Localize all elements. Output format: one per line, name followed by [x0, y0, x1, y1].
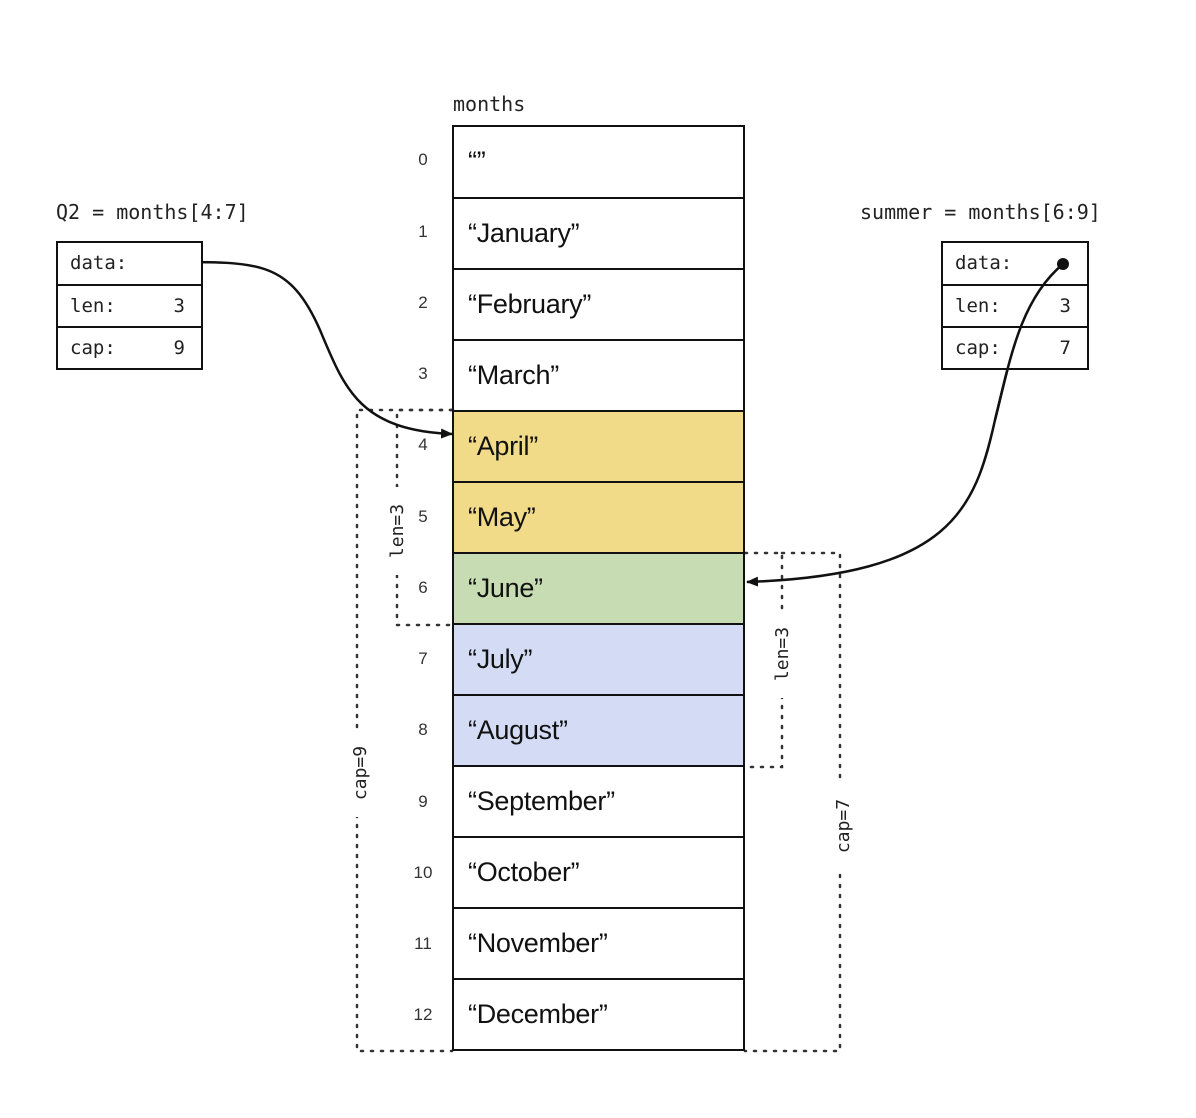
array-cell-11: “November”: [454, 907, 743, 978]
q2-cap-label: cap:: [70, 337, 116, 359]
q2-cap-bracket-label: cap=9: [350, 729, 372, 817]
array-index-9: 9: [418, 792, 428, 811]
q2-data-label: data:: [70, 252, 128, 274]
summer-len-bracket: [743, 551, 784, 769]
q2-slice-header: data: len: 3 cap: 9: [56, 241, 203, 370]
q2-len-row: len: 3: [58, 284, 201, 326]
q2-len-value: 3: [173, 295, 185, 317]
array-cell-1: “January”: [454, 197, 743, 268]
q2-len-bracket-label: len=3: [387, 487, 409, 575]
summer-len-row: len: 3: [943, 284, 1087, 326]
q2-cap-value: 9: [173, 337, 185, 359]
array-cell-10: “October”: [454, 836, 743, 907]
q2-data-row: data:: [58, 243, 201, 284]
array-cell-0: “”: [468, 146, 486, 176]
array-index-4: 4: [418, 435, 428, 454]
array-index-7: 7: [418, 649, 428, 668]
array-index-3: 3: [418, 364, 428, 383]
summer-len-value: 3: [1059, 295, 1071, 317]
summer-cap-row: cap: 7: [943, 326, 1087, 368]
array-cell-3: “March”: [454, 339, 743, 410]
array-index-0: 0: [418, 150, 428, 169]
array-cell-2: “February”: [454, 268, 743, 339]
array-index-1: 1: [418, 222, 428, 241]
array-cell-12: “December”: [454, 978, 743, 1049]
summer-cap-label: cap:: [955, 337, 1001, 359]
array-index-12: 12: [413, 1005, 433, 1024]
summer-cap-bracket-label: cap=7: [833, 782, 855, 870]
q2-cap-row: cap: 9: [58, 326, 201, 368]
array-cell-5: “May”: [454, 481, 743, 552]
summer-cap-bracket: [743, 551, 842, 1053]
array-index-2: 2: [418, 293, 428, 312]
array-index-6: 6: [418, 578, 428, 597]
array-cell-8: “August”: [454, 694, 743, 765]
array-index-10: 10: [413, 863, 433, 882]
array-name: months: [453, 92, 526, 116]
q2-data-pointer-arrow: [176, 260, 453, 439]
summer-len-bracket-label: len=3: [772, 610, 794, 698]
array-cell-9: “September”: [454, 765, 743, 836]
array-cell-7: “July”: [454, 623, 743, 694]
summer-len-label: len:: [955, 295, 1001, 317]
summer-expression: summer = months[6:9]: [860, 200, 1101, 224]
months-array: “” “January” “February” “March” “April” …: [452, 125, 745, 1051]
summer-data-row: data:: [943, 243, 1087, 284]
array-cell-6: “June”: [454, 552, 743, 623]
summer-slice-header: data: len: 3 cap: 7: [941, 241, 1089, 370]
summer-data-label: data:: [955, 252, 1013, 274]
q2-expression: Q2 = months[4:7]: [56, 200, 249, 224]
array-index-5: 5: [418, 507, 428, 526]
array-index-8: 8: [418, 720, 428, 739]
array-index-11: 11: [414, 934, 432, 953]
q2-len-label: len:: [70, 295, 116, 317]
summer-cap-value: 7: [1059, 337, 1071, 359]
array-cell-4: “April”: [454, 410, 743, 481]
